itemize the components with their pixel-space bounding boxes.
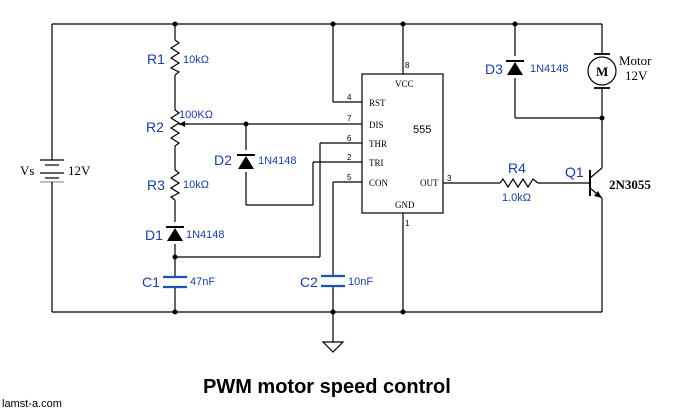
pin-tri-label: TRI	[369, 158, 384, 168]
potentiometer-r2: R2 100KΩ	[146, 109, 213, 147]
pin-dis-number: 7	[347, 114, 352, 123]
transistor-q1: Q1 2N3055	[565, 164, 651, 199]
pin-thr-label: THR	[369, 139, 387, 149]
pin-out-label: OUT	[420, 178, 439, 188]
r2-ref: R2	[146, 119, 164, 135]
pin-tri-number: 2	[347, 153, 352, 162]
c2-value: 10nF	[348, 276, 373, 288]
d1-value: 1N4148	[186, 229, 225, 241]
ground-icon	[321, 341, 345, 353]
c1-value: 47nF	[190, 276, 215, 288]
d3-value: 1N4148	[530, 63, 569, 75]
r3-ref: R3	[147, 177, 165, 193]
pin-gnd-number: 1	[405, 219, 410, 228]
pin-con-label: CON	[369, 178, 389, 188]
battery-vs: Vs 12V	[20, 159, 91, 183]
resistor-r1: R1 10kΩ	[147, 39, 209, 76]
pin-rst-number: 4	[347, 93, 352, 102]
motor-icon: M Motor 12V	[587, 53, 652, 89]
c1-ref: C1	[142, 274, 160, 290]
c2-ref: C2	[300, 274, 318, 290]
pin-con-number: 5	[347, 173, 352, 182]
d3-ref: D3	[485, 61, 503, 77]
r1-value: 10kΩ	[183, 54, 209, 66]
pin-out-number: 3	[447, 174, 452, 183]
r4-value: 1.0kΩ	[502, 192, 531, 204]
r4-ref: R4	[508, 160, 526, 176]
r3-value: 10kΩ	[183, 179, 209, 191]
pin-rst-label: RST	[369, 98, 386, 108]
diode-d1: D1 1N4148	[145, 226, 225, 243]
d2-value: 1N4148	[258, 155, 297, 167]
battery-ref: Vs	[20, 163, 34, 178]
motor-label: Motor	[619, 53, 652, 68]
capacitor-c2: C2 10nF	[300, 274, 373, 290]
diode-d2: D2 1N4148	[214, 152, 297, 169]
diagram-title: PWM motor speed control	[203, 376, 451, 398]
pin-gnd-label: GND	[395, 200, 415, 210]
d2-ref: D2	[214, 152, 232, 168]
ic-555: 555 VCC GND RST DIS THR TRI CON OUT 8 1 …	[347, 61, 452, 228]
pin-vcc-label: VCC	[395, 79, 414, 89]
resistor-r3: R3 10kΩ	[147, 169, 209, 201]
resistor-r4: R4 1.0kΩ	[499, 160, 539, 204]
r1-ref: R1	[147, 51, 165, 67]
pin-thr-number: 6	[347, 134, 352, 143]
junction-dots	[172, 21, 605, 315]
r2-value: 100KΩ	[179, 109, 213, 121]
motor-voltage: 12V	[625, 68, 648, 83]
wires	[51, 23, 603, 342]
q1-ref: Q1	[565, 164, 584, 180]
capacitor-c1: C1 47nF	[142, 274, 215, 290]
battery-value: 12V	[68, 163, 91, 178]
diode-d3: D3 1N4148	[485, 60, 569, 77]
credit-text: lamst-a.com	[2, 398, 62, 410]
pin-dis-label: DIS	[369, 120, 384, 130]
pin-vcc-number: 8	[405, 61, 410, 70]
d1-ref: D1	[145, 227, 163, 243]
motor-symbol: M	[596, 64, 608, 79]
ic-name: 555	[413, 124, 431, 136]
q1-value: 2N3055	[609, 177, 651, 192]
